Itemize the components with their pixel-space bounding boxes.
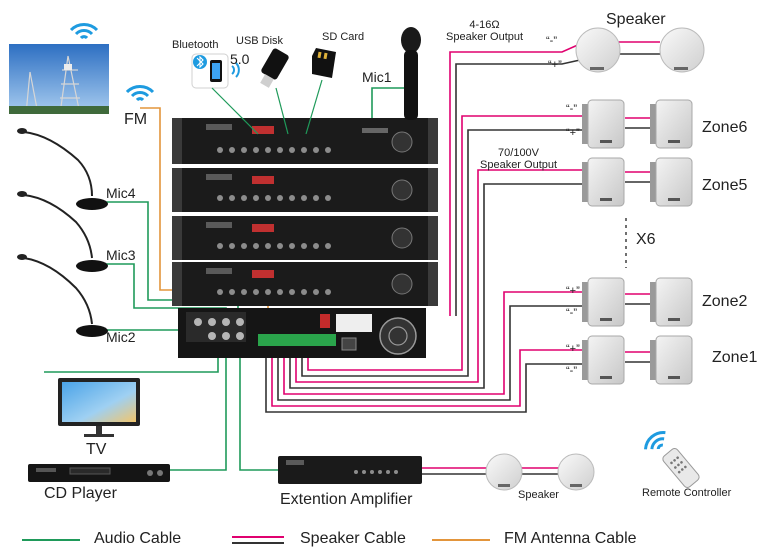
- speaker-top-label: Speaker: [606, 11, 666, 28]
- mic1-label: Mic1: [362, 69, 392, 85]
- zone6-label: Zone6: [702, 119, 748, 136]
- wall-speaker-zone1-1: [582, 335, 625, 385]
- speaker-cable-zone2-red: [283, 291, 588, 395]
- remote-controller-label: Remote Controller: [642, 487, 732, 499]
- usb-icon: [260, 48, 289, 88]
- zone2-minus-label: “-”: [566, 307, 577, 319]
- usb-disk-label: USB Disk: [236, 35, 284, 47]
- tv-label: TV: [86, 441, 107, 458]
- wifi-icon: [643, 431, 666, 450]
- amplifier-unit: [172, 262, 438, 306]
- legend-speaker-swatch-red: [232, 536, 284, 538]
- legend-fm-swatch: [432, 539, 490, 541]
- speaker-cable-zone6-red: [307, 115, 588, 371]
- mic3-label: Mic3: [106, 247, 136, 263]
- amplifier-rack: [172, 118, 438, 358]
- remote-icon: [662, 448, 700, 488]
- speaker-cable-zone5-red: [295, 169, 588, 383]
- legend-audio-swatch: [22, 539, 80, 541]
- ceiling-speaker-bottom-right: [557, 453, 595, 491]
- speaker-cable-zone2-black: [277, 305, 588, 401]
- amplifier-unit: [172, 118, 438, 164]
- ceiling-speaker-top-right: [659, 27, 705, 73]
- speaker-cable-zone5-black: [289, 183, 588, 389]
- legend-fm-label: FM Antenna Cable: [504, 530, 637, 547]
- mic4-label: Mic4: [106, 185, 136, 201]
- wall-speaker-zone5-2: [650, 157, 693, 207]
- wall-speaker-zone6-2: [650, 99, 693, 149]
- bluetooth-wave-icon: [231, 62, 240, 78]
- fm-label: FM: [124, 111, 148, 128]
- gooseneck-mic-3: [17, 191, 108, 272]
- legend-audio-cable: Audio Cable: [22, 528, 212, 552]
- gooseneck-mic-2: [17, 254, 108, 337]
- top-plus-label: “+”: [548, 59, 562, 71]
- output-low-impedance-label: 4-16Ω Speaker Output: [446, 19, 524, 43]
- sd-card-label: SD Card: [322, 31, 365, 43]
- wifi-icon: [69, 23, 99, 40]
- speaker-cable-top-black: [455, 59, 581, 316]
- extension-amplifier-icon: [278, 456, 422, 484]
- gooseneck-mic-4: [17, 128, 108, 210]
- microphone-icon: [401, 27, 421, 120]
- zone1-label: Zone1: [712, 349, 758, 366]
- speaker-cable-zone6-black: [301, 129, 588, 377]
- wall-speaker-zone5-1: [582, 157, 625, 207]
- mic2-label: Mic2: [106, 329, 136, 345]
- cd-player-icon: [28, 464, 170, 482]
- wall-speakers: [582, 99, 693, 385]
- speaker-cable-top-red: [449, 43, 581, 316]
- amplifier-rear-panel: [178, 308, 426, 358]
- legend-speaker-cable: Speaker Cable: [232, 528, 432, 552]
- zone6-minus-label: “-”: [566, 103, 577, 115]
- legend-speaker-label: Speaker Cable: [300, 530, 406, 547]
- bluetooth-label: Bluetooth: [172, 39, 219, 51]
- bluetooth-phone: [191, 53, 229, 89]
- wall-speaker-zone2-1: [582, 277, 625, 327]
- speaker-cable-zone1-red: [271, 345, 588, 407]
- extension-amplifier-label: Extention Amplifier: [280, 491, 413, 508]
- wall-speaker-zone2-2: [650, 277, 693, 327]
- bluetooth-version-label: 5.0: [230, 51, 250, 67]
- ceiling-speaker-top-left: [575, 27, 621, 73]
- zone1-plus-label: “+”: [566, 343, 580, 355]
- audio-cable-extension: [239, 348, 278, 471]
- output-high-voltage-label: 70/100V Speaker Output: [480, 147, 558, 171]
- wifi-icon: [125, 85, 155, 102]
- speaker-bottom-label: Speaker: [518, 489, 559, 501]
- audio-cable-cd: [170, 348, 227, 471]
- sd-card-icon: [312, 48, 336, 78]
- amplifier-unit: [172, 168, 438, 212]
- antenna-tower-image: [9, 44, 109, 115]
- x6-label: X6: [636, 231, 656, 248]
- zone6-plus-label: “+”: [566, 127, 580, 139]
- legend-speaker-swatch-black: [232, 542, 284, 544]
- top-minus-label: “-”: [546, 35, 557, 47]
- cd-player-label: CD Player: [44, 485, 117, 502]
- wall-speaker-zone6-1: [582, 99, 625, 149]
- zone2-plus-label: “+”: [566, 285, 580, 297]
- ceiling-speaker-bottom-left: [485, 453, 523, 491]
- zone1-minus-label: “-”: [566, 365, 577, 377]
- legend-audio-label: Audio Cable: [94, 530, 182, 547]
- amplifier-unit: [172, 216, 438, 260]
- legend-fm-cable: FM Antenna Cable: [432, 528, 662, 552]
- tv-icon: [58, 378, 140, 437]
- zone5-label: Zone5: [702, 177, 748, 194]
- wall-speaker-zone1-2: [650, 335, 693, 385]
- zone2-label: Zone2: [702, 293, 748, 310]
- speaker-cable-zone1-black: [265, 345, 588, 413]
